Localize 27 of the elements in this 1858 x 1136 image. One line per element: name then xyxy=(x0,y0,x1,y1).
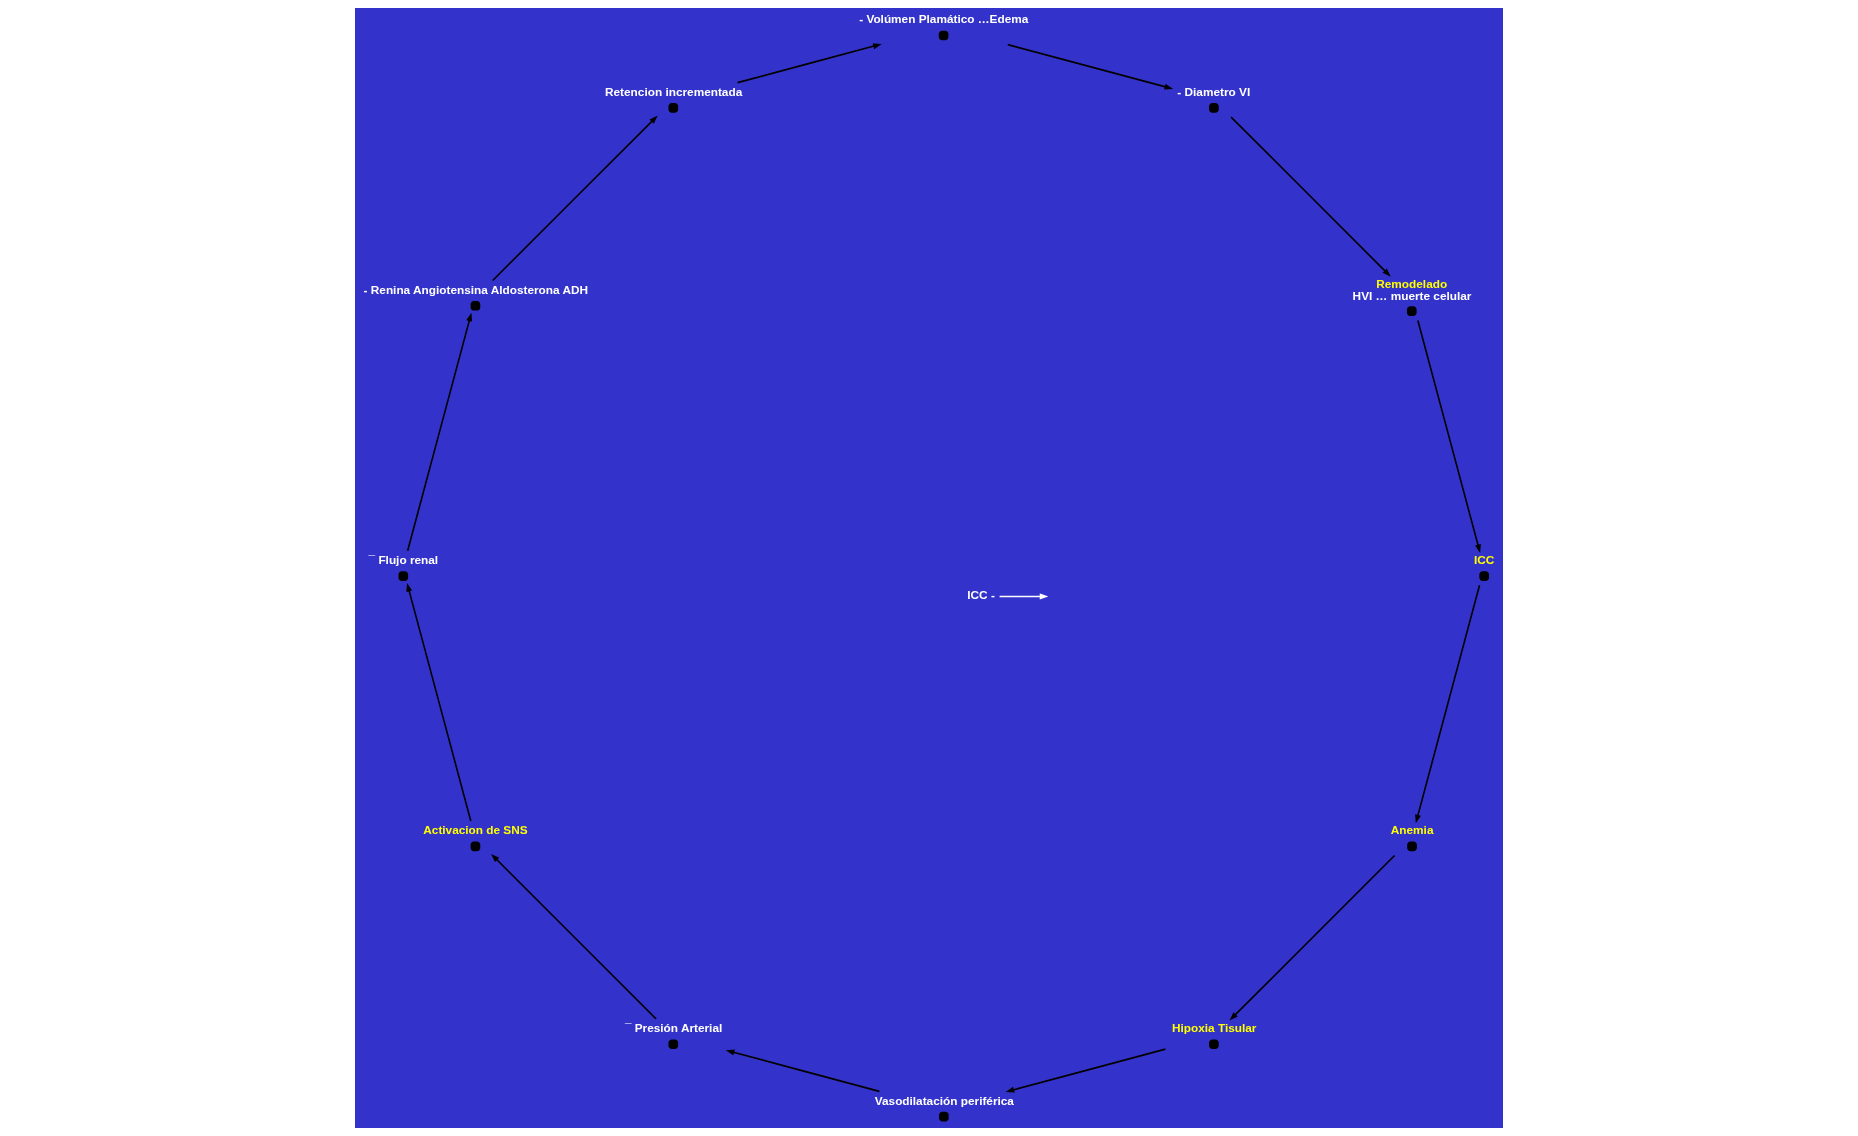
node-label: Hipoxia Tisular xyxy=(1171,1021,1257,1036)
node-label: Retencion incrementada xyxy=(605,84,743,99)
arrow xyxy=(1229,854,1396,1021)
arrow xyxy=(1415,584,1481,824)
node-label: - Diametro VI xyxy=(1177,84,1251,99)
arrow xyxy=(736,43,882,84)
node-label: ¯ Flujo renal xyxy=(368,553,439,568)
arrow xyxy=(1417,319,1481,554)
node-label: ¯ Presión Arterial xyxy=(624,1021,723,1036)
arrow xyxy=(1005,1048,1167,1093)
node-text: ICC - xyxy=(967,587,995,602)
node-label: Vasodilatación periférica xyxy=(874,1093,1014,1108)
arrow xyxy=(406,312,473,552)
arrow xyxy=(1230,116,1391,277)
node-label: ICC xyxy=(1473,553,1495,568)
node-label: HVI … muerte celular xyxy=(1352,289,1472,304)
node-label: Remodelado xyxy=(1376,277,1448,292)
arrow xyxy=(491,853,657,1020)
node-label: - Renina Angiotensina Aldosterona ADH xyxy=(363,282,589,297)
node-label: Activacion de SNS xyxy=(423,823,528,838)
arrow xyxy=(491,115,658,282)
node-label: - Volúmen Plamático …Edema xyxy=(859,12,1029,27)
arrow xyxy=(998,593,1049,600)
arrow xyxy=(1007,43,1174,90)
arrow xyxy=(725,1049,881,1093)
arrow xyxy=(406,583,472,822)
node-label: Anemia xyxy=(1390,823,1434,838)
